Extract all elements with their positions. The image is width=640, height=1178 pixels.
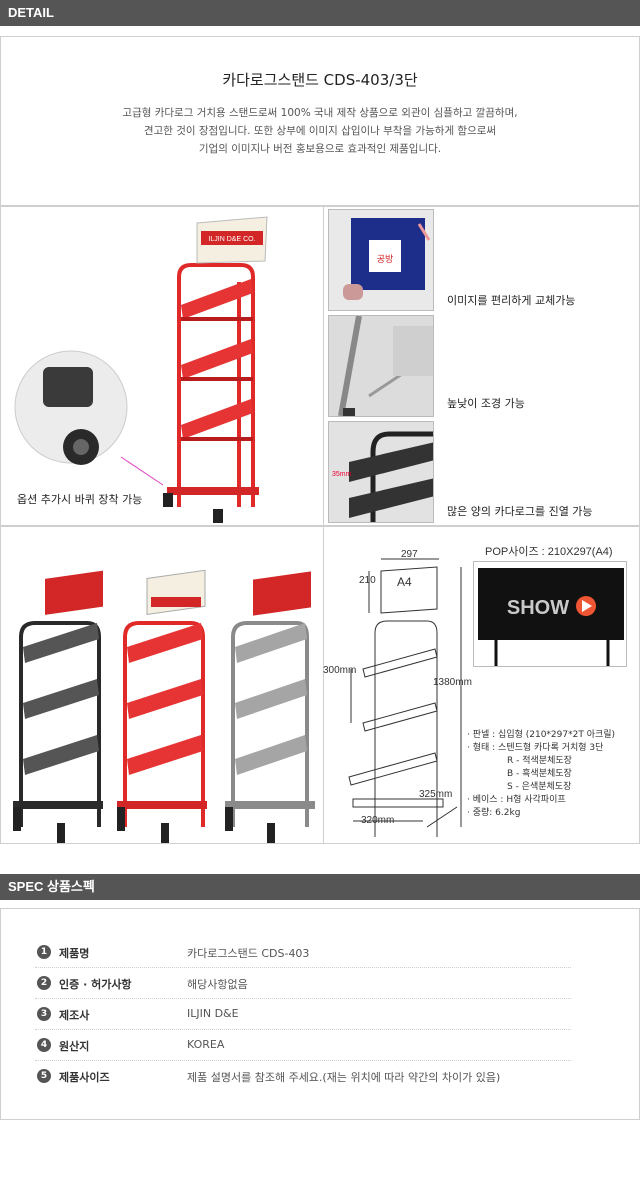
spec-table: 1 제품명 카다로그스탠드 CDS-403 2 인증 · 허가사항 해당사항없음… (0, 908, 640, 1120)
wheel-caption: 옵션 추가시 바퀴 장착 가능 (17, 493, 143, 506)
note-silver: S - 은색분체도장 (507, 782, 572, 792)
detail-section-header: DETAIL (0, 0, 640, 26)
spec-label: 제조사 (59, 1009, 90, 1022)
spec-value: 카다로그스탠드 CDS-403 (187, 947, 310, 960)
catalog-shelf-photo: 35mm (328, 421, 434, 523)
description-line-1: 고급형 카다로그 거치용 스탠드로써 100% 국내 제작 상품으로 외관이 심… (122, 107, 518, 119)
stand-black (13, 570, 103, 843)
image-change-caption: 이미지를 편리하게 교체가능 (447, 294, 576, 307)
note-weight: · 중량: 6.2kg (467, 808, 521, 818)
total-height-dim: 1380mm (433, 677, 472, 688)
base-width-dim: 320mm (361, 815, 395, 826)
catalog-caption: 많은 양의 카다로그를 진열 가능 (447, 505, 593, 518)
brand-label: ILJIN D&E CO. (208, 236, 255, 243)
description-line-2: 견고한 것이 장점입니다. 또한 상부에 이미지 삽입이나 부착을 가능하게 함… (143, 125, 497, 137)
spec-row: 4 원산지 KOREA (35, 1030, 571, 1061)
spec-number: 5 (37, 1069, 51, 1083)
spec-number: 3 (37, 1007, 51, 1021)
spec-number: 2 (37, 976, 51, 990)
sign-text: 공방 (377, 254, 394, 265)
note-black: B - 흑색분체도장 (507, 769, 572, 779)
spec-label: 원산지 (59, 1040, 90, 1053)
shelf-dim: 35mm (332, 471, 352, 478)
spec-number: 1 (37, 945, 51, 959)
stand-red (117, 569, 207, 843)
spec-label: 인증 · 허가사항 (59, 978, 132, 991)
spec-value: 해당사항없음 (187, 978, 248, 991)
spec-label: 제품사이즈 (59, 1071, 110, 1084)
description-line-3: 기업의 이미지나 버전 홍보용으로 효과적인 제품입니다. (198, 143, 442, 155)
spec-row: 2 인증 · 허가사항 해당사항없음 (35, 968, 571, 999)
height-top-dim: 210 (359, 575, 376, 586)
spec-row: 3 제조사 ILJIN D&E (35, 999, 571, 1030)
pop-display-image: SHOW (473, 561, 627, 667)
paper-label: A4 (397, 575, 412, 589)
spec-notes: · 판넬 : 십입형 (210*297*2T 아크릴) · 형태 : 스텐드형 … (467, 729, 615, 820)
spec-number: 4 (37, 1038, 51, 1052)
base-depth-dim: 325mm (419, 789, 453, 800)
width-dim: 297 (401, 549, 418, 560)
height-adjust-caption: 높낮이 조경 가능 (447, 397, 525, 410)
intro-panel: 카다로그스탠드 CDS-403/3단 고급형 카다로그 거치용 스탠드로써 10… (0, 36, 640, 206)
spec-value: ILJIN D&E (187, 1007, 239, 1020)
red-stand-image: ILJIN D&E CO. (14, 216, 268, 523)
product-description: 고급형 카다로그 거치용 스탠드로써 100% 국내 제작 상품으로 외관이 심… (1, 104, 639, 158)
color-variants-image (13, 569, 315, 843)
note-type: · 형태 : 스텐드형 카다록 거치형 3단 (467, 743, 604, 753)
spec-row: 1 제품명 카다로그스탠드 CDS-403 (35, 937, 571, 968)
spec-value: KOREA (187, 1038, 225, 1051)
spec-section-header: SPEC 상품스펙 (0, 874, 640, 900)
spec-value: 제품 설명서를 참조해 주세요.(재는 위치에 따라 약간의 차이가 있음) (187, 1071, 501, 1084)
image-change-photo: 공방 (328, 209, 434, 311)
pop-size-label: POP사이즈 : 210X297(A4) (485, 546, 613, 558)
variants-panel: POP사이즈 : 210X297(A4) SHOW 297 210 A4 (0, 526, 640, 844)
note-base: · 베이스 : H형 사각파이프 (467, 795, 566, 805)
note-red: R - 적색분체도장 (507, 756, 572, 766)
height-adjust-photo (328, 315, 434, 417)
shelf-gap-dim: 300mm (323, 665, 357, 676)
note-panel: · 판넬 : 십입형 (210*297*2T 아크릴) (467, 730, 616, 740)
product-title: 카다로그스탠드 CDS-403/3단 (222, 71, 418, 89)
dimension-drawing (348, 558, 462, 837)
spec-row: 5 제품사이즈 제품 설명서를 참조해 주세요.(재는 위치에 따라 약간의 차… (35, 1061, 571, 1092)
stand-silver (225, 571, 315, 843)
feature-panel: ILJIN D&E CO. 옵션 추가시 바퀴 장착 가능 공방 (0, 206, 640, 526)
spec-label: 제품명 (59, 947, 90, 960)
pop-logo: SHOW (507, 597, 569, 619)
